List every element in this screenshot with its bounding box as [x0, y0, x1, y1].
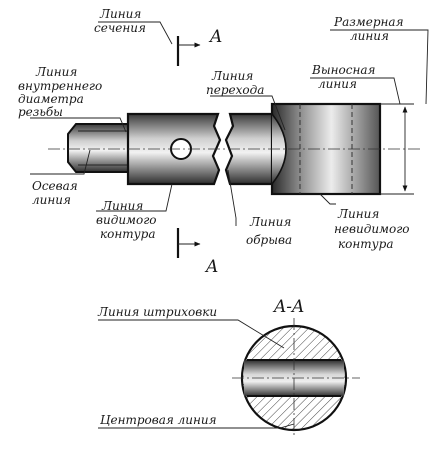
label-dimension-line: Размерная линия [333, 15, 407, 43]
section-letter-bottom: A [204, 257, 218, 277]
label-hidden-contour: Линия невидимого контура [334, 207, 413, 251]
label-extension-line: Выносная линия [311, 63, 379, 91]
label-break-line: Линия обрыва [246, 215, 295, 247]
label-section-line: Линия сечения [94, 7, 146, 35]
leader-extension [310, 77, 401, 105]
section-view [232, 318, 360, 438]
leader-break [227, 169, 237, 226]
label-hatch-line: Линия штриховки [97, 305, 217, 319]
leader-center-line [98, 423, 295, 429]
leader-hatch [98, 319, 285, 349]
section-title: A-A [272, 297, 304, 317]
label-center-line: Центровая линия [100, 413, 217, 427]
section-letter-top: A [208, 27, 222, 47]
leader-hidden-contour [319, 193, 336, 205]
label-transition-line: Линия перехода [206, 69, 264, 97]
leader-transition [210, 95, 286, 131]
leader-dimension [330, 29, 429, 105]
leader-thread [30, 117, 127, 133]
label-visible-contour: Линия видимого контура [96, 199, 160, 241]
leader-visible-contour [96, 183, 173, 212]
label-axis-line: Осевая линия [32, 179, 82, 207]
label-inner-thread: Линия внутреннего диаметра резьбы [18, 65, 106, 119]
leader-axis [30, 149, 91, 175]
leader-section-line [98, 21, 173, 45]
